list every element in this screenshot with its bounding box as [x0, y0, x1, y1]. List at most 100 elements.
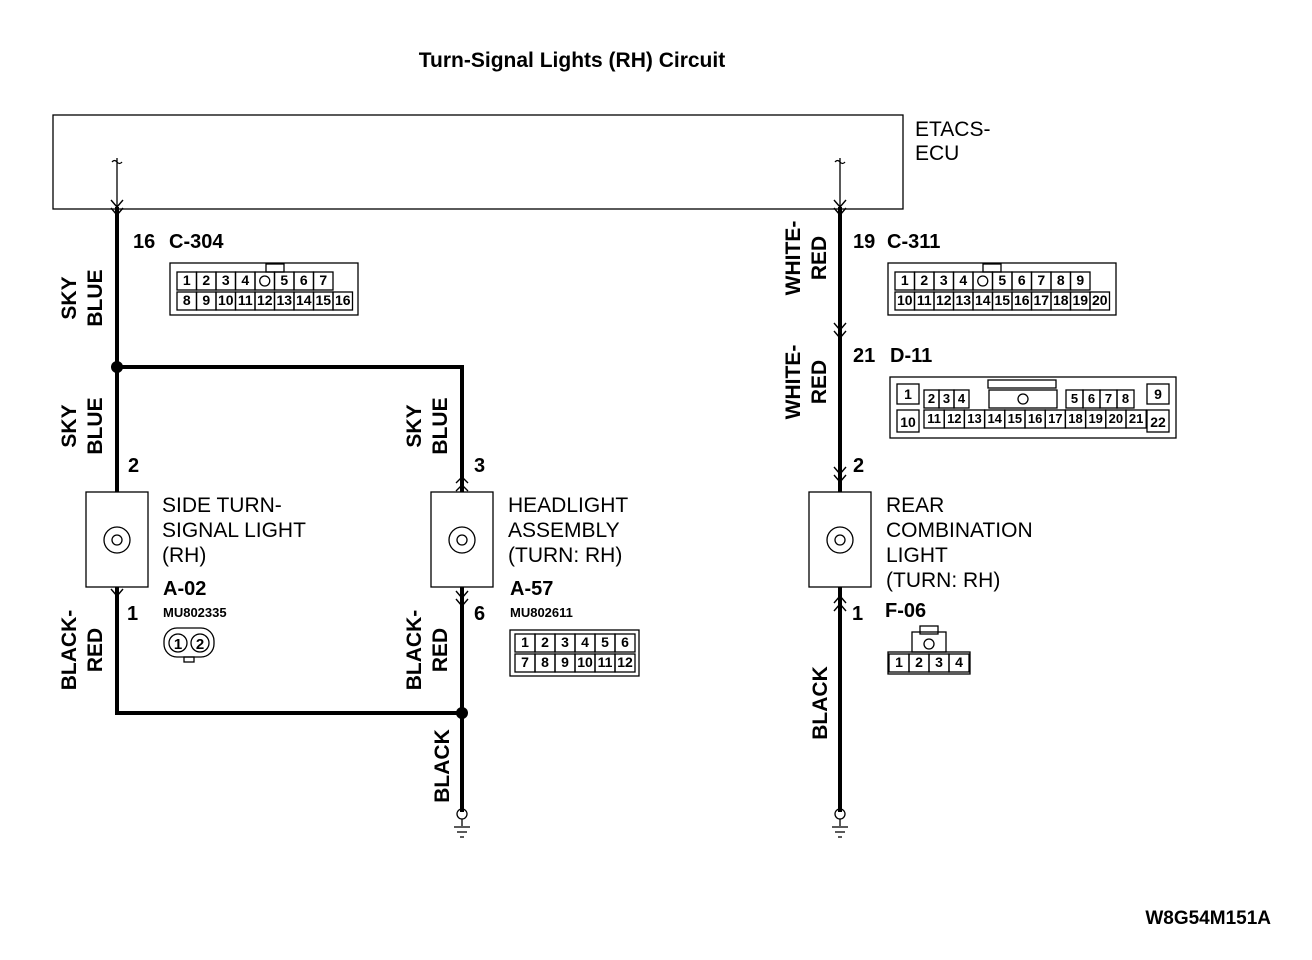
headlight-bulb-icon [448, 526, 476, 554]
c311-pin-5: 5 [998, 272, 1006, 288]
side-light-pin-bottom: 1 [127, 603, 138, 625]
a57-pin-11: 11 [598, 654, 613, 670]
a57-pin-6: 6 [621, 634, 629, 650]
a57-pin-12: 12 [617, 654, 633, 670]
c311-pin-6: 6 [1018, 272, 1026, 288]
d11-pin-17: 17 [1048, 411, 1062, 426]
c311-key-mark [977, 275, 989, 287]
c311-pin-13: 13 [955, 292, 971, 308]
f06-pin-2: 2 [915, 654, 923, 670]
headlight-pin-top: 3 [474, 455, 485, 477]
f06-lock-tab [919, 625, 939, 635]
c304-pin-16: 16 [335, 292, 351, 308]
c311-pin: 19 [853, 231, 875, 253]
a02-name: A-02 [163, 578, 206, 600]
c304-pin-13: 13 [276, 292, 292, 308]
ecu-label-line2: ECU [915, 142, 959, 165]
headlight-box [430, 491, 494, 588]
d11-pin-18: 18 [1068, 411, 1082, 426]
svg-text:BLACK-: BLACK- [58, 610, 81, 690]
a02-connector: 1 2 [163, 627, 215, 663]
rear-light-pin-top: 2 [853, 455, 864, 477]
splice-junction-bottom [456, 707, 468, 719]
wire-label-sky-blue-headlight: SKY BLUE [403, 397, 452, 454]
svg-text:SKY: SKY [58, 276, 81, 319]
c304-cell [332, 291, 354, 311]
a57-cell [614, 653, 636, 673]
d11-pin-22: 22 [1150, 414, 1166, 430]
c311-pin-16: 16 [1014, 292, 1030, 308]
c304-pin-4: 4 [241, 272, 249, 288]
d11-key-mark [1017, 393, 1029, 405]
c304-pin-12: 12 [257, 292, 273, 308]
side-light-pin-top: 2 [128, 455, 139, 477]
c311-cell [1089, 291, 1111, 311]
d11-pin-6: 6 [1088, 391, 1095, 406]
side-light-label-3: (RH) [162, 544, 206, 567]
c304-pin-3: 3 [222, 272, 230, 288]
d11-pin-15: 15 [1008, 411, 1022, 426]
d11-pin-9: 9 [1154, 386, 1162, 402]
rear-light-label-1: REAR [886, 494, 944, 517]
d11-cell [1116, 389, 1135, 409]
figure-code: W8G54M151A [1145, 908, 1271, 929]
a02-pin-1: 1 [174, 636, 182, 653]
a57-pin-5: 5 [601, 634, 609, 650]
c311-pin-1: 1 [901, 272, 909, 288]
d11-pin-4: 4 [958, 391, 966, 406]
wire-label-black-red-left: BLACK- RED [58, 610, 107, 690]
svg-text:RED: RED [429, 628, 452, 672]
wire-label-sky-blue-mid: SKY BLUE [58, 397, 107, 454]
a57-pin-10: 10 [577, 654, 593, 670]
f06-pin-3: 3 [935, 654, 943, 670]
a57-cell [614, 633, 636, 653]
svg-text:RED: RED [808, 236, 831, 280]
d11-pin-14: 14 [987, 411, 1002, 426]
c304-name: C-304 [169, 231, 224, 253]
a57-part-number: MU802611 [510, 605, 573, 620]
c304-key-mark [259, 275, 271, 287]
c311-pin-8: 8 [1057, 272, 1065, 288]
headlight-label-3: (TURN: RH) [508, 544, 622, 567]
f06-cell [948, 653, 970, 673]
headlight-pin-bottom: 6 [474, 603, 485, 625]
c311-pin-19: 19 [1072, 292, 1088, 308]
d11-pin-11: 11 [927, 411, 941, 426]
d11-pin-3: 3 [943, 391, 950, 406]
d11-pin-5: 5 [1071, 391, 1078, 406]
c311-pin-14: 14 [975, 292, 991, 308]
c311-pin-17: 17 [1033, 292, 1049, 308]
d11-pin: 21 [853, 345, 875, 367]
svg-text:BLACK: BLACK [431, 729, 454, 803]
wire-label-white-red-mid: WHITE- RED [782, 345, 831, 420]
side-light-bulb-icon [103, 526, 131, 554]
c304-pin-7: 7 [319, 272, 327, 288]
rear-light-label-3: LIGHT [886, 544, 948, 567]
rear-light-label-4: (TURN: RH) [886, 569, 1000, 592]
wire-label-black-red-right: BLACK- RED [403, 610, 452, 690]
c304-pin-14: 14 [296, 292, 312, 308]
d11-pin-1: 1 [904, 386, 912, 402]
svg-text:BLUE: BLUE [84, 269, 107, 326]
c304-pin-15: 15 [315, 292, 331, 308]
splice-junction-top [111, 361, 123, 373]
c304-pin: 16 [133, 231, 155, 253]
d11-pin-12: 12 [947, 411, 961, 426]
c304-pin-10: 10 [218, 292, 234, 308]
d11-name: D-11 [890, 345, 932, 367]
d11-pin-8: 8 [1122, 391, 1129, 406]
c311-pin-15: 15 [994, 292, 1010, 308]
wire-label-black-left: BLACK [431, 729, 454, 803]
c304-pin-11: 11 [238, 292, 253, 308]
a57-name: A-57 [510, 578, 553, 600]
d11-cell [988, 389, 1058, 409]
headlight-label-2: ASSEMBLY [508, 519, 620, 542]
d11-pin-19: 19 [1088, 411, 1102, 426]
d11-cell [896, 409, 920, 433]
a57-pin-7: 7 [521, 654, 529, 670]
